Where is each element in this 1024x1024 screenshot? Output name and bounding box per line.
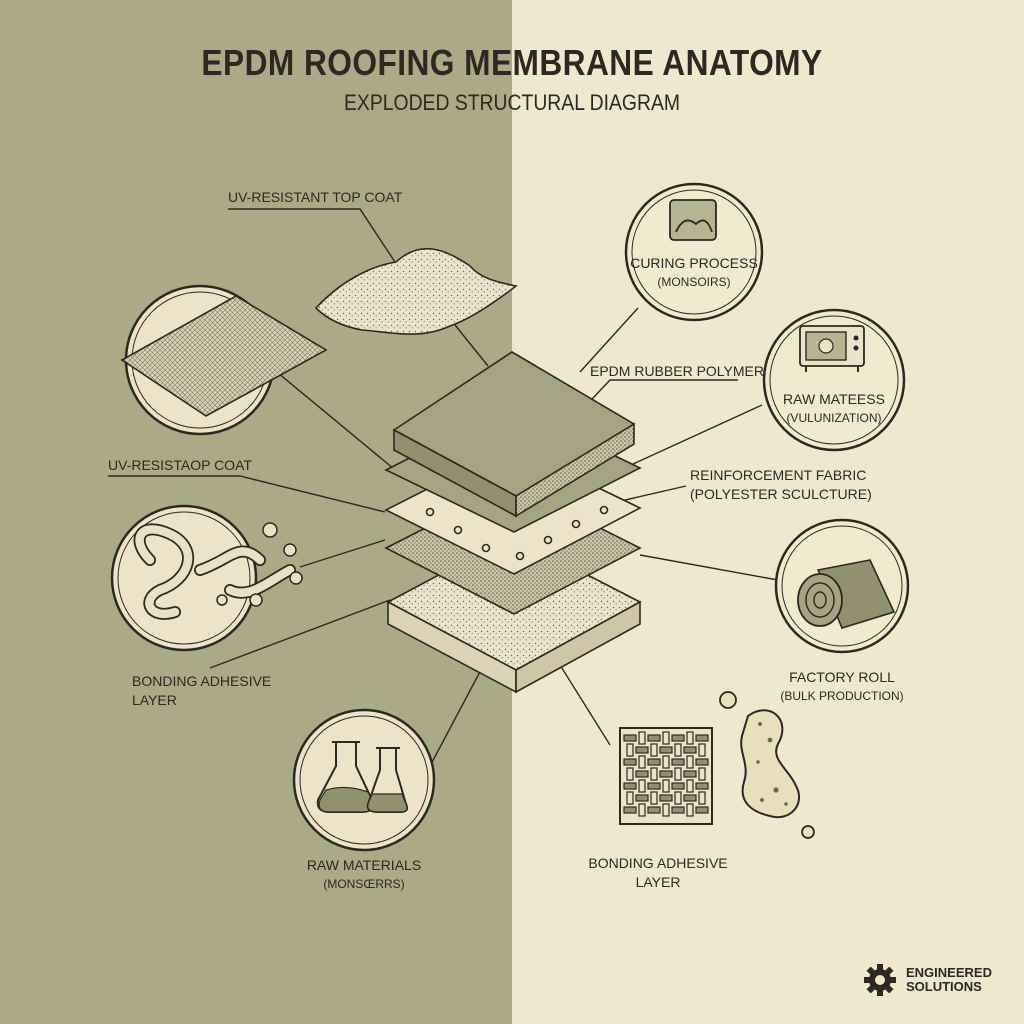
weave-strand xyxy=(623,782,637,790)
label-line: (VULUNIZATION) xyxy=(786,411,882,425)
weave-strand xyxy=(698,791,706,805)
weave-strand xyxy=(674,791,682,805)
oven-icon xyxy=(762,308,906,452)
weave-strand xyxy=(626,743,634,757)
label-line: LAYER xyxy=(635,874,681,890)
label-raw-materials: RAW MATERIALS (MONSŒRRS) xyxy=(294,856,434,894)
weave-strand xyxy=(647,734,661,742)
weave-strand xyxy=(638,779,646,793)
weave-strand xyxy=(695,758,709,766)
label-line: CURING PROCESS xyxy=(630,255,758,271)
label-reinforcement-fabric: REINFORCEMENT FABRIC (POLYESTER SCULCTUR… xyxy=(690,466,872,504)
weave-strand xyxy=(638,731,646,745)
weave-strand xyxy=(674,743,682,757)
weave-strand xyxy=(662,731,670,745)
label-line: (BULK PRODUCTION) xyxy=(780,689,904,703)
roll-icon xyxy=(774,518,910,654)
weave-strand xyxy=(623,758,637,766)
weave-strand xyxy=(659,746,673,754)
leader-lines xyxy=(108,208,779,801)
label-bonding-adhesive-right: BONDING ADHESIVE LAYER xyxy=(578,854,738,892)
label-line: BONDING ADHESIVE xyxy=(132,673,272,689)
weave-strand xyxy=(686,803,694,817)
weave-strand xyxy=(671,734,685,742)
logo-line: ENGINEERED xyxy=(906,965,992,980)
weave-strand xyxy=(626,767,634,781)
gear-icon xyxy=(864,964,896,996)
label-line: RAW MATERIALS xyxy=(306,857,422,873)
weave-strand xyxy=(623,806,637,814)
weave-strand xyxy=(698,743,706,757)
weave-strand xyxy=(683,746,697,754)
layer-epdm-rubber xyxy=(392,351,636,518)
weave-strand xyxy=(659,794,673,802)
logo-text: ENGINEERED SOLUTIONS xyxy=(906,966,992,994)
page-title: EPDM ROOFING MEMBRANE ANATOMY xyxy=(201,42,823,83)
adhesive-blob-icon xyxy=(719,691,815,839)
weave-strand xyxy=(662,803,670,817)
label-uv-top-coat: UV-RESISTANT TOP COAT xyxy=(228,189,403,205)
weave-strand xyxy=(695,806,709,814)
weave-strand xyxy=(626,791,634,805)
logo-line: SOLUTIONS xyxy=(906,979,982,994)
label-line: (POLYESTER SCULCTURE) xyxy=(690,486,872,502)
weave-strand xyxy=(635,770,649,778)
swatch-icon xyxy=(120,284,328,436)
weave-strand xyxy=(671,806,685,814)
weave-strand xyxy=(695,782,709,790)
weave-strand xyxy=(662,779,670,793)
label-epdm-rubber-polymer: EPDM RUBBER POLYMER xyxy=(590,363,764,379)
weave-icon xyxy=(619,727,713,825)
label-line: RAW MATEESS xyxy=(783,391,885,407)
weave-strand xyxy=(683,770,697,778)
weave-strand xyxy=(686,779,694,793)
weave-strand xyxy=(662,755,670,769)
weave-strand xyxy=(647,782,661,790)
weave-strand xyxy=(650,767,658,781)
layer-uv-top-coat xyxy=(314,247,518,335)
weave-strand xyxy=(671,782,685,790)
label-factory-roll: FACTORY ROLL (BULK PRODUCTION) xyxy=(772,668,912,706)
weave-strand xyxy=(686,731,694,745)
label-line: (MONSŒRRS) xyxy=(323,877,405,891)
weave-strand xyxy=(647,758,661,766)
label-line: FACTORY ROLL xyxy=(789,669,895,685)
weave-strand xyxy=(671,758,685,766)
weave-strand xyxy=(638,755,646,769)
layer-stack xyxy=(314,247,642,694)
weave-strand xyxy=(659,770,673,778)
weave-strand xyxy=(674,767,682,781)
weave-strand xyxy=(638,803,646,817)
weave-strand xyxy=(683,794,697,802)
flasks-icon xyxy=(292,708,436,852)
curing-icon xyxy=(624,182,764,322)
brand-logo: ENGINEERED SOLUTIONS xyxy=(862,962,992,998)
label-uv-top-coat-secondary: UV-RESISTAOP COAT xyxy=(108,457,252,473)
weave-strand xyxy=(695,734,709,742)
weave-strand xyxy=(686,755,694,769)
weave-strand xyxy=(650,743,658,757)
weave-strand xyxy=(623,734,637,742)
label-line: (MONSOIRS) xyxy=(657,275,731,289)
label-line: BONDING ADHESIVE xyxy=(588,855,728,871)
label-curing-process: CURING PROCESS (MONSOIRS) xyxy=(614,254,774,292)
label-bonding-adhesive-left: BONDING ADHESIVE LAYER xyxy=(132,672,271,710)
weave-strand xyxy=(635,794,649,802)
weave-strand xyxy=(650,791,658,805)
weave-strand xyxy=(635,746,649,754)
weave-strand xyxy=(698,767,706,781)
molecule-icon xyxy=(110,504,303,652)
page-subtitle: EXPLODED STRUCTURAL DIAGRAM xyxy=(344,90,680,115)
label-raw-mateess: RAW MATEESS (VULUNIZATION) xyxy=(764,390,904,428)
label-line: REINFORCEMENT FABRIC xyxy=(690,467,867,483)
weave-strand xyxy=(647,806,661,814)
label-line: LAYER xyxy=(132,692,177,708)
